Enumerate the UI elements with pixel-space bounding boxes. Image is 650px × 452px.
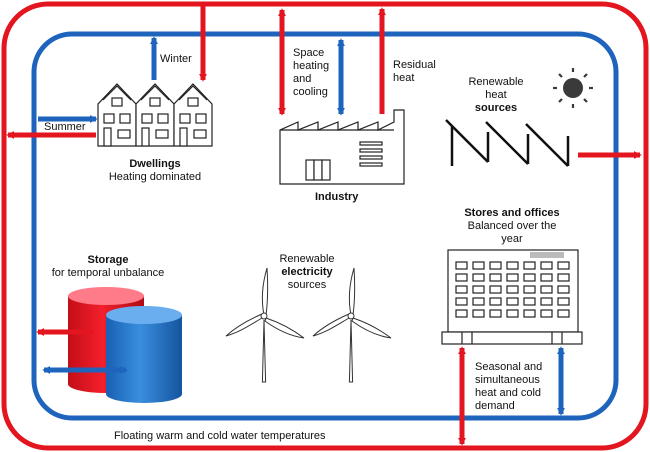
storage-subtitle: for temporal unbalance	[51, 267, 165, 279]
factory-icon	[279, 109, 405, 185]
dwellings-title: Dwellings	[129, 158, 181, 170]
storage-tank-icon	[68, 287, 182, 403]
residual-heat-label: Residual heat	[393, 59, 436, 84]
winter-label: Winter	[160, 53, 192, 65]
industry-title: Industry	[315, 191, 359, 203]
house-icon	[97, 83, 213, 147]
renewable-heat-label: Renewable heat sources	[468, 76, 524, 114]
wind-turbine-icon	[225, 267, 305, 383]
sun-icon	[553, 68, 593, 108]
storage-title: Storage	[87, 254, 129, 266]
space-heating-label: Space heating and cooling	[293, 47, 330, 98]
footer-caption: Floating warm and cold water temperature…	[114, 430, 326, 442]
seasonal-demand-label: Seasonal and simultaneous heat and cold …	[475, 361, 543, 412]
renewable-electricity-label: Renewable electricity sources	[279, 253, 335, 291]
cold-water-loop	[31, 31, 619, 421]
solar-panel-icon	[445, 119, 570, 167]
stores-offices-label: Stores and offices Balanced over the yea…	[452, 207, 572, 246]
summer-label: Summer	[44, 121, 86, 133]
stores-title: Stores and offices	[464, 207, 560, 219]
dwellings-subtitle: Heating dominated	[108, 171, 202, 183]
dwellings-label: Dwellings Heating dominated	[105, 158, 205, 184]
office-windows	[455, 261, 570, 318]
office-building-icon	[441, 249, 583, 345]
wind-turbine-icon	[312, 267, 392, 383]
storage-label: Storage for temporal unbalance	[40, 254, 176, 280]
